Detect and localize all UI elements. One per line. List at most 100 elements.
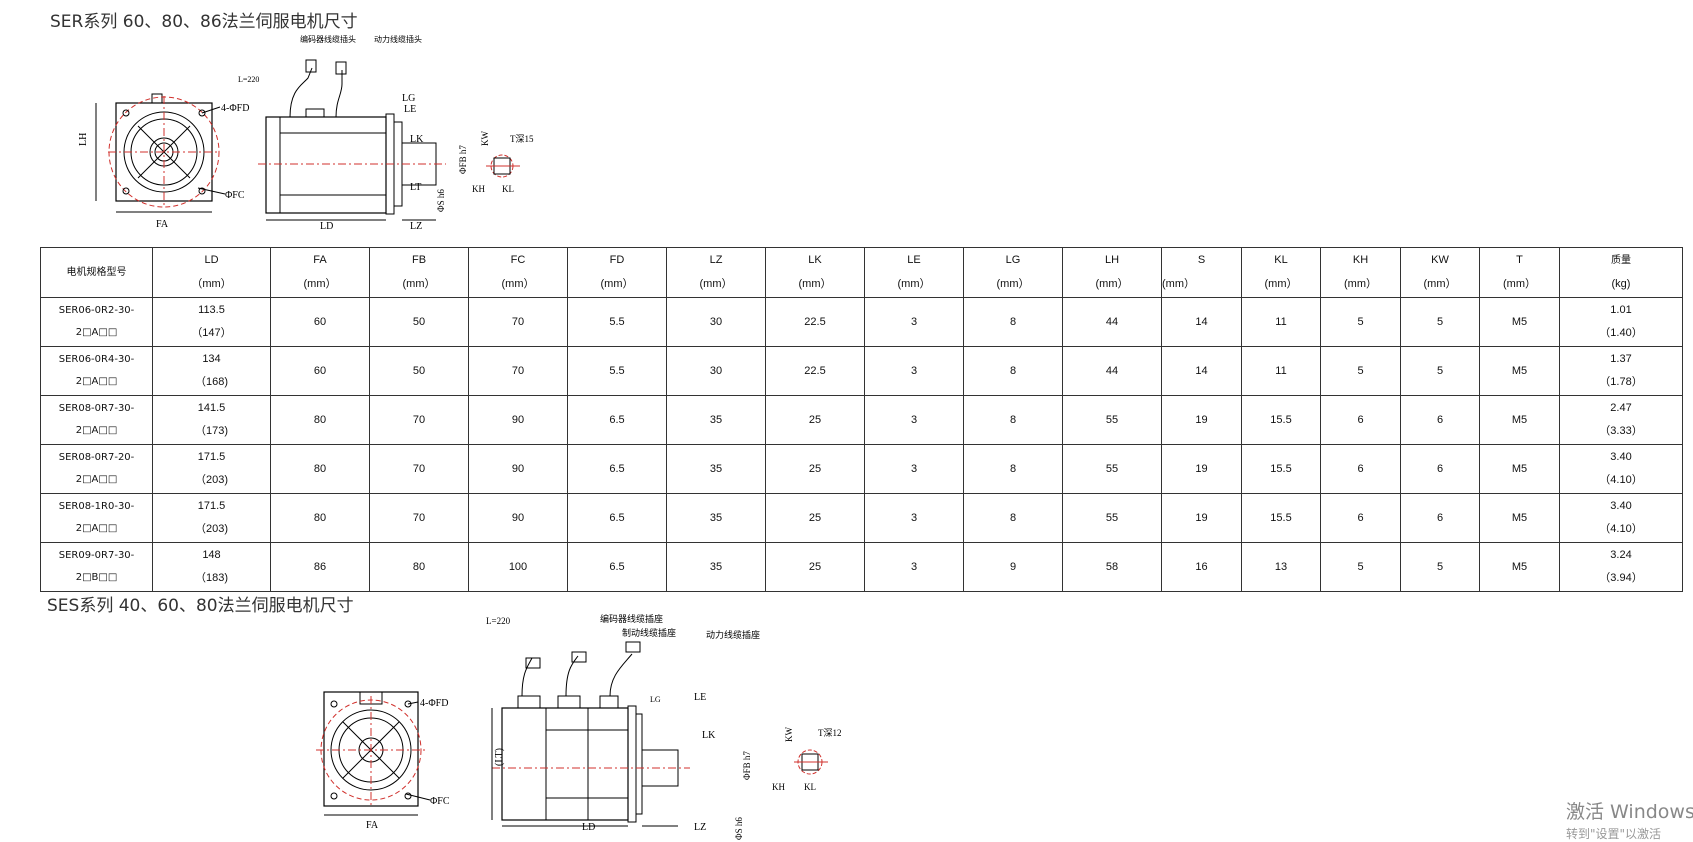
column-unit: (kg): [1611, 277, 1631, 290]
cell-secondary-value: （4.10）: [1599, 474, 1643, 486]
cell-kw: 5: [1400, 542, 1480, 592]
cell-fa: 80: [270, 444, 370, 494]
model-suffix: 2□B□□: [75, 572, 118, 583]
ses-kh-label: KH: [772, 782, 785, 792]
model-suffix: 2□A□□: [75, 327, 118, 338]
column-name: FB: [411, 254, 427, 266]
cell-kh: 6: [1320, 444, 1401, 494]
ses-fa-label: FA: [366, 820, 379, 831]
header-cell-fc: FC(mm）: [468, 247, 568, 298]
cell-mass: 3.40（4.10）: [1559, 444, 1683, 494]
cell-fa: 60: [270, 297, 370, 347]
ses-kw-label: KW: [784, 727, 794, 742]
cell-fb: 70: [369, 395, 469, 445]
cell-fb: 70: [369, 444, 469, 494]
cell-lh: 55: [1062, 493, 1162, 543]
cell-lz: 30: [666, 346, 766, 396]
model-cell: SER06-0R2-30-2□A□□: [40, 297, 153, 347]
ser-fd-label: 4-ΦFD: [221, 103, 249, 114]
cell-secondary-value: （203): [194, 474, 229, 486]
cell-fc: 70: [468, 346, 568, 396]
cell-ld: 141.5（173): [152, 395, 271, 445]
cell-secondary-value: （173): [194, 425, 229, 437]
cell-s: 19: [1161, 493, 1242, 543]
ser-ld-label: LD: [320, 221, 333, 232]
model-header-cell: 电机规格型号: [40, 247, 153, 298]
cell-kh: 5: [1320, 297, 1401, 347]
ser-fa-label: FA: [156, 219, 169, 230]
model-suffix: 2□A□□: [75, 376, 118, 387]
ser-kw-label: KW: [480, 131, 490, 146]
cell-value: 1.37: [1610, 353, 1632, 365]
ses-ld-label: LD: [582, 822, 595, 833]
model-code: SER08-1R0-30-: [58, 501, 135, 512]
column-unit: (mm）: [1503, 278, 1536, 290]
column-unit: (mm）: [1264, 278, 1298, 290]
model-suffix: 2□A□□: [75, 425, 118, 436]
ser-lh-label: LH: [78, 133, 89, 146]
cell-lh: 44: [1062, 297, 1162, 347]
cell-kl: 11: [1241, 346, 1321, 396]
ser-lk-label: LK: [410, 134, 424, 145]
cell-le: 3: [864, 493, 964, 543]
ser-t-label: T深15: [510, 134, 534, 144]
column-unit: (mm）: [1162, 278, 1195, 290]
section-title-ses: SES系列 40、60、80法兰伺服电机尺寸: [47, 596, 354, 616]
cell-lz: 35: [666, 444, 766, 494]
column-unit: (mm）: [501, 278, 535, 290]
column-name: LK: [808, 254, 822, 266]
table-header-row: 电机规格型号 LD（mm） FA(mm） FB(mm） FC(mm） FD(mm…: [40, 247, 1683, 298]
ser-lt-label: LT: [410, 182, 421, 193]
cell-lg: 9: [963, 542, 1063, 592]
cell-lg: 8: [963, 493, 1063, 543]
cell-ld: 134（168): [152, 346, 271, 396]
ses-kl-label: KL: [804, 782, 816, 792]
cell-t: M5: [1479, 493, 1560, 543]
cell-fd: 6.5: [567, 493, 667, 543]
cell-kl: 15.5: [1241, 395, 1321, 445]
cell-t: M5: [1479, 395, 1560, 445]
column-name: LZ: [709, 254, 723, 266]
cell-fd: 5.5: [567, 297, 667, 347]
ser-kh-label: KH: [472, 184, 485, 194]
cell-secondary-value: （3.33）: [1599, 425, 1643, 437]
header-cell-kw: KW(mm）: [1400, 247, 1480, 298]
cell-fd: 5.5: [567, 346, 667, 396]
cell-ld: 113.5（147）: [152, 297, 271, 347]
cell-secondary-value: （3.94）: [1599, 572, 1643, 584]
column-unit: (mm）: [897, 278, 931, 290]
cell-le: 3: [864, 297, 964, 347]
section-title-ser: SER系列 60、80、86法兰伺服电机尺寸: [50, 12, 358, 32]
model-code: SER06-0R4-30-: [58, 354, 135, 365]
cell-fd: 6.5: [567, 444, 667, 494]
ser-dimension-drawing: LH 4-ΦFD ΦFC FA L=220 编码器线缆插头 动力线缆插头 LG …: [78, 34, 534, 232]
cell-value: 148: [202, 549, 221, 561]
column-unit: (mm）: [1095, 278, 1129, 290]
column-name: S: [1197, 254, 1206, 266]
cell-fc: 90: [468, 395, 568, 445]
cell-kl: 13: [1241, 542, 1321, 592]
cell-lg: 8: [963, 297, 1063, 347]
cell-fb: 70: [369, 493, 469, 543]
cell-kh: 6: [1320, 395, 1401, 445]
cell-t: M5: [1479, 346, 1560, 396]
column-unit: （mm）: [191, 278, 232, 290]
cell-lh: 58: [1062, 542, 1162, 592]
column-unit: (mm）: [1344, 278, 1377, 290]
cell-le: 3: [864, 395, 964, 445]
ses-dimension-drawing: 4-ΦFD ΦFC FA L=220 编码器线缆插座 制动线缆插座 动力线缆插座…: [316, 613, 842, 840]
ser-side-view: L=220 编码器线缆插头 动力线缆插头 LG LE LK LT ΦFB h7 …: [238, 34, 468, 232]
cell-lg: 8: [963, 346, 1063, 396]
cell-fc: 90: [468, 444, 568, 494]
cell-kh: 5: [1320, 346, 1401, 396]
ses-fd-label: 4-ΦFD: [420, 698, 448, 709]
ser-kl-label: KL: [502, 184, 514, 194]
ses-key-detail: KW T深12 KH KL: [772, 727, 842, 792]
column-name: LH: [1104, 254, 1120, 266]
